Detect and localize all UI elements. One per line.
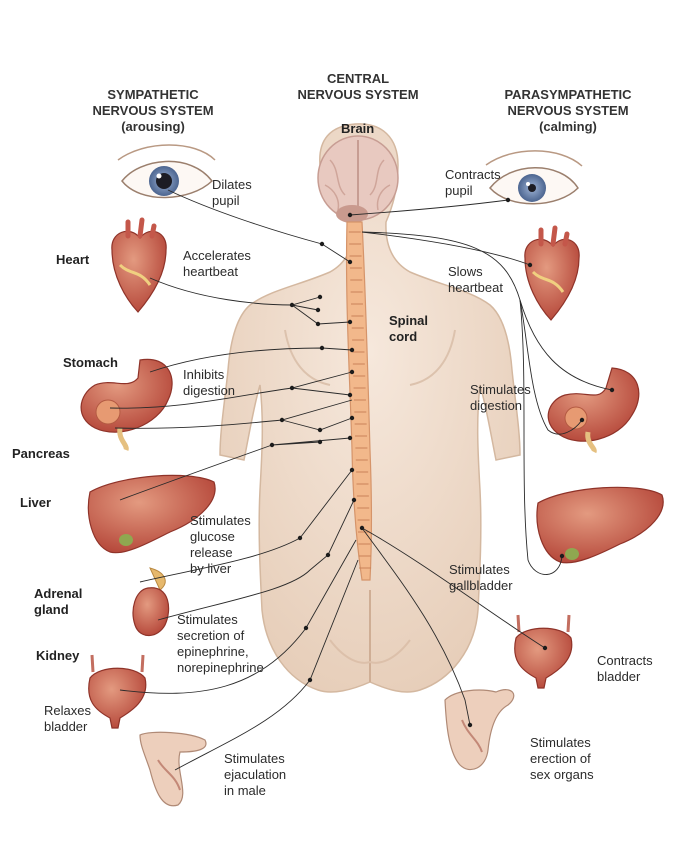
ganglion-dot (527, 262, 533, 268)
brain (317, 135, 399, 223)
ganglion-dot (317, 294, 323, 300)
stomach-label: Stomach (63, 355, 118, 370)
ganglion-dot (349, 467, 355, 473)
brain-label: Brain (341, 121, 375, 136)
ganglion-dot (307, 677, 313, 683)
adrenal-gland-label: Adrenal gland (34, 586, 83, 617)
ganglion-dot (542, 645, 548, 651)
eye-right-illustration (485, 150, 583, 205)
ganglion-dot (351, 497, 357, 503)
sex-organ-left-illustration (139, 731, 207, 807)
ganglion-dot (347, 392, 353, 398)
symp-sex-label: Stimulates ejaculation in male (224, 751, 287, 798)
symp-adrenal-label: Stimulates secretion of epinephrine, nor… (177, 612, 264, 675)
para-sex-label: Stimulates erection of sex organs (530, 735, 594, 782)
ganglion-dot (317, 427, 323, 433)
kidney-label: Kidney (36, 648, 80, 663)
bladder-left-illustration (88, 654, 147, 729)
para-heart-label: Slows heartbeat (448, 264, 503, 295)
para-digestion-label: Stimulates digestion (470, 382, 531, 413)
ganglion-dot (289, 302, 295, 308)
sympathetic-header: SYMPATHETIC NERVOUS SYSTEM (arousing) (92, 87, 214, 134)
ganglion-dot (347, 212, 353, 218)
human-body (219, 123, 521, 693)
stomach-left-illustration (80, 358, 173, 451)
spinal-cord (345, 221, 373, 581)
liver-right-illustration (536, 486, 664, 564)
symp-digestion-label: Inhibits digestion (183, 367, 236, 398)
ganglion-dot (303, 625, 309, 631)
sex-organ-right-illustration (444, 689, 515, 771)
liver-left-illustration (87, 474, 216, 554)
heart-right-illustration (524, 225, 580, 321)
ganglion-dot (269, 442, 275, 448)
spinal-cord-label: Spinal cord (389, 313, 429, 344)
ganglion-dot (347, 435, 353, 441)
ganglion-dot (359, 525, 365, 531)
eye-left-illustration (117, 144, 216, 199)
para-gallbladder-label: Stimulates gallbladder (449, 562, 513, 593)
symp-liver-label: Stimulates glucose release by liver (190, 513, 251, 576)
ganglion-dot (347, 319, 353, 325)
symp-pupil-label: Dilates pupil (212, 177, 252, 208)
ganglion-dot (319, 241, 325, 247)
ganglion-dot (315, 307, 321, 313)
ganglion-dot (289, 385, 295, 391)
ganglion-dot (319, 345, 325, 351)
pancreas-label: Pancreas (12, 446, 70, 461)
ganglion-dot (467, 722, 473, 728)
para-bladder-label: Contracts bladder (597, 653, 653, 684)
parasympathetic-header: PARASYMPATHETIC NERVOUS SYSTEM (calming) (504, 87, 632, 134)
ganglion-dot (315, 321, 321, 327)
ganglion-dot (609, 387, 615, 393)
ganglion-dot (349, 369, 355, 375)
ganglion-dot (297, 535, 303, 541)
symp-heart-label: Accelerates heartbeat (183, 248, 251, 279)
heart-left-illustration (111, 217, 167, 313)
ganglion-dot (505, 197, 511, 203)
ganglion-dot (349, 347, 355, 353)
bladder-right-illustration (514, 614, 573, 689)
ganglion-dot (579, 417, 585, 423)
liver-label: Liver (20, 495, 52, 510)
body-silhouette (219, 123, 521, 693)
kidney-illustration (132, 567, 170, 637)
ganglion-dot (559, 553, 565, 559)
nerve-ganglia (269, 197, 615, 728)
symp-bladder-label: Relaxes bladder (44, 703, 91, 734)
stomach-right-illustration (547, 367, 640, 454)
heart-label: Heart (56, 252, 90, 267)
ganglion-dot (279, 417, 285, 423)
central-header: CENTRAL NERVOUS SYSTEM (297, 71, 419, 102)
ganglion-dot (317, 439, 323, 445)
ganglion-dot (347, 259, 353, 265)
para-pupil-label: Contracts pupil (445, 167, 501, 198)
ganglion-dot (349, 415, 355, 421)
ganglion-dot (325, 552, 331, 558)
